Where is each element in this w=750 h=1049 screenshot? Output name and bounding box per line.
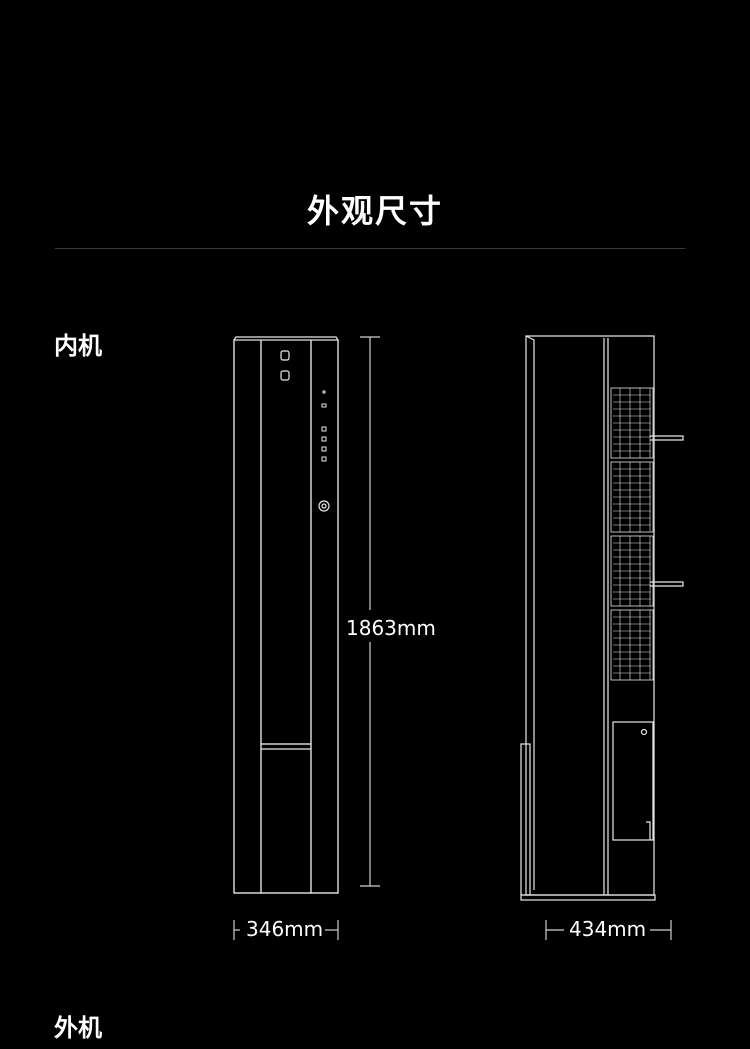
front-upper-panel: [260, 339, 312, 745]
front-width-dimension-label: 346mm: [246, 917, 324, 941]
front-indicator-icon: [321, 390, 327, 462]
height-dimension-label: 1863mm: [346, 616, 436, 640]
page-title: 外观尺寸: [306, 192, 443, 230]
front-outline: [233, 336, 339, 894]
front-width-dimension-line: [233, 920, 339, 940]
side-width-dimension-label: 434mm: [569, 917, 647, 941]
front-lower-panel: [260, 743, 312, 894]
side-vent-grille: [610, 387, 654, 681]
front-left-rail: [233, 339, 262, 894]
side-width-dimension-line: [545, 920, 672, 940]
front-right-rail: [310, 339, 339, 894]
side-vent-slats: [613, 388, 651, 680]
side-access-panel: [612, 721, 654, 841]
front-knob-icon: [318, 500, 330, 512]
outdoor-unit-label: 外机: [54, 1014, 102, 1042]
height-dimension-line: [360, 336, 380, 887]
side-bracket-lower: [650, 581, 684, 587]
front-logo-icon: [280, 350, 290, 381]
title-divider: [55, 248, 685, 249]
side-view: [520, 335, 684, 901]
indoor-unit-label: 内机: [54, 332, 102, 360]
front-view: [233, 336, 339, 894]
side-bracket-upper: [650, 435, 684, 441]
side-outline: [525, 335, 655, 896]
